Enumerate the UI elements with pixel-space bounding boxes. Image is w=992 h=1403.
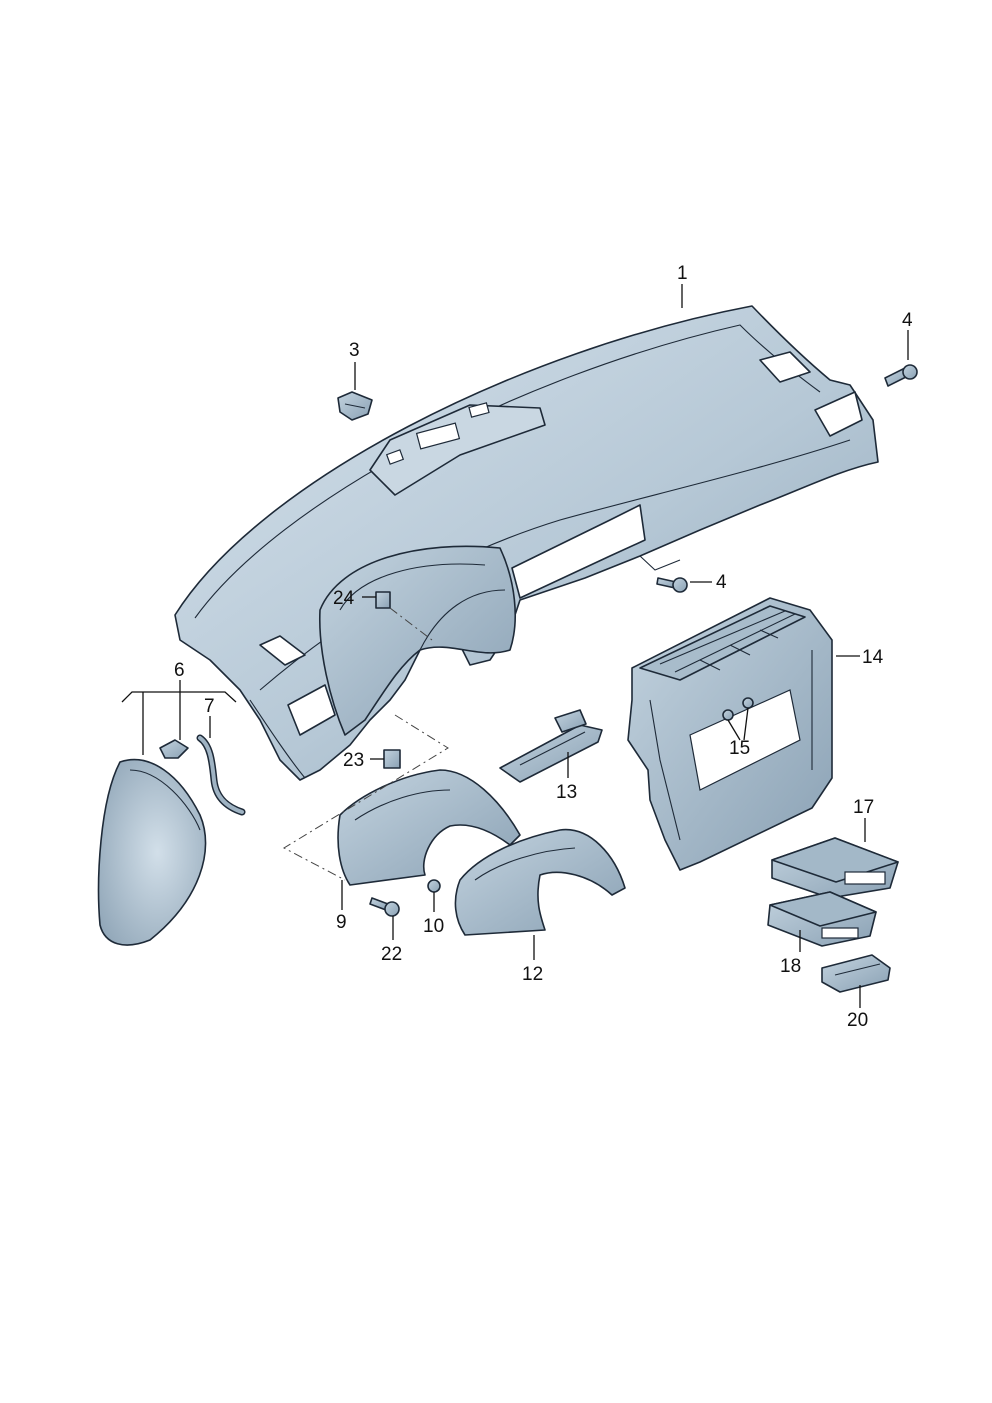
callout-15: 15 [729,738,750,759]
callout-12: 12 [522,964,543,985]
control-unit-part-17 [771,837,899,899]
clip-part-6 [159,739,189,759]
clip-part-3 [337,391,373,421]
callout-3: 3 [349,340,360,361]
callout-18: 18 [780,956,801,977]
screw-part-22 [369,897,400,917]
assembly-guide-lines [282,607,449,881]
side-cover-part-6 [97,758,207,946]
callout-4-lower: 4 [716,572,727,593]
callout-1: 1 [677,263,688,284]
callout-17: 17 [853,797,874,818]
callout-6: 6 [174,660,185,681]
column-trim-lower-part-12 [454,828,626,936]
dashboard-panel [174,305,879,781]
screw-part-4-lower [656,577,688,593]
clip-part-24 [375,591,391,609]
callout-13: 13 [556,782,577,803]
clip-part-23 [383,749,401,769]
connector-part-20 [821,954,891,993]
clip-part-10 [427,879,441,893]
control-unit-part-18 [767,891,877,947]
callout-22: 22 [381,944,402,965]
callout-20: 20 [847,1010,868,1031]
screw-part-4-upper [884,364,918,387]
column-trim-upper-part-9 [337,769,521,886]
callout-23: 23 [343,750,364,771]
callout-7: 7 [204,696,215,717]
screw-part-15-a [722,709,734,721]
bracket-part-13 [499,709,603,783]
callout-14: 14 [862,647,884,668]
centre-frame-part-14 [627,597,833,871]
leader-lines [121,284,909,1008]
callout-labels: 1 3 4 4 6 7 9 10 12 13 14 15 17 18 20 22… [174,263,913,1031]
seal-strip-part-7 [196,734,246,816]
callout-9: 9 [336,912,347,933]
callout-24: 24 [333,588,355,609]
callout-10: 10 [423,916,444,937]
screw-part-15-b [742,697,754,709]
callout-4-upper: 4 [902,310,913,331]
